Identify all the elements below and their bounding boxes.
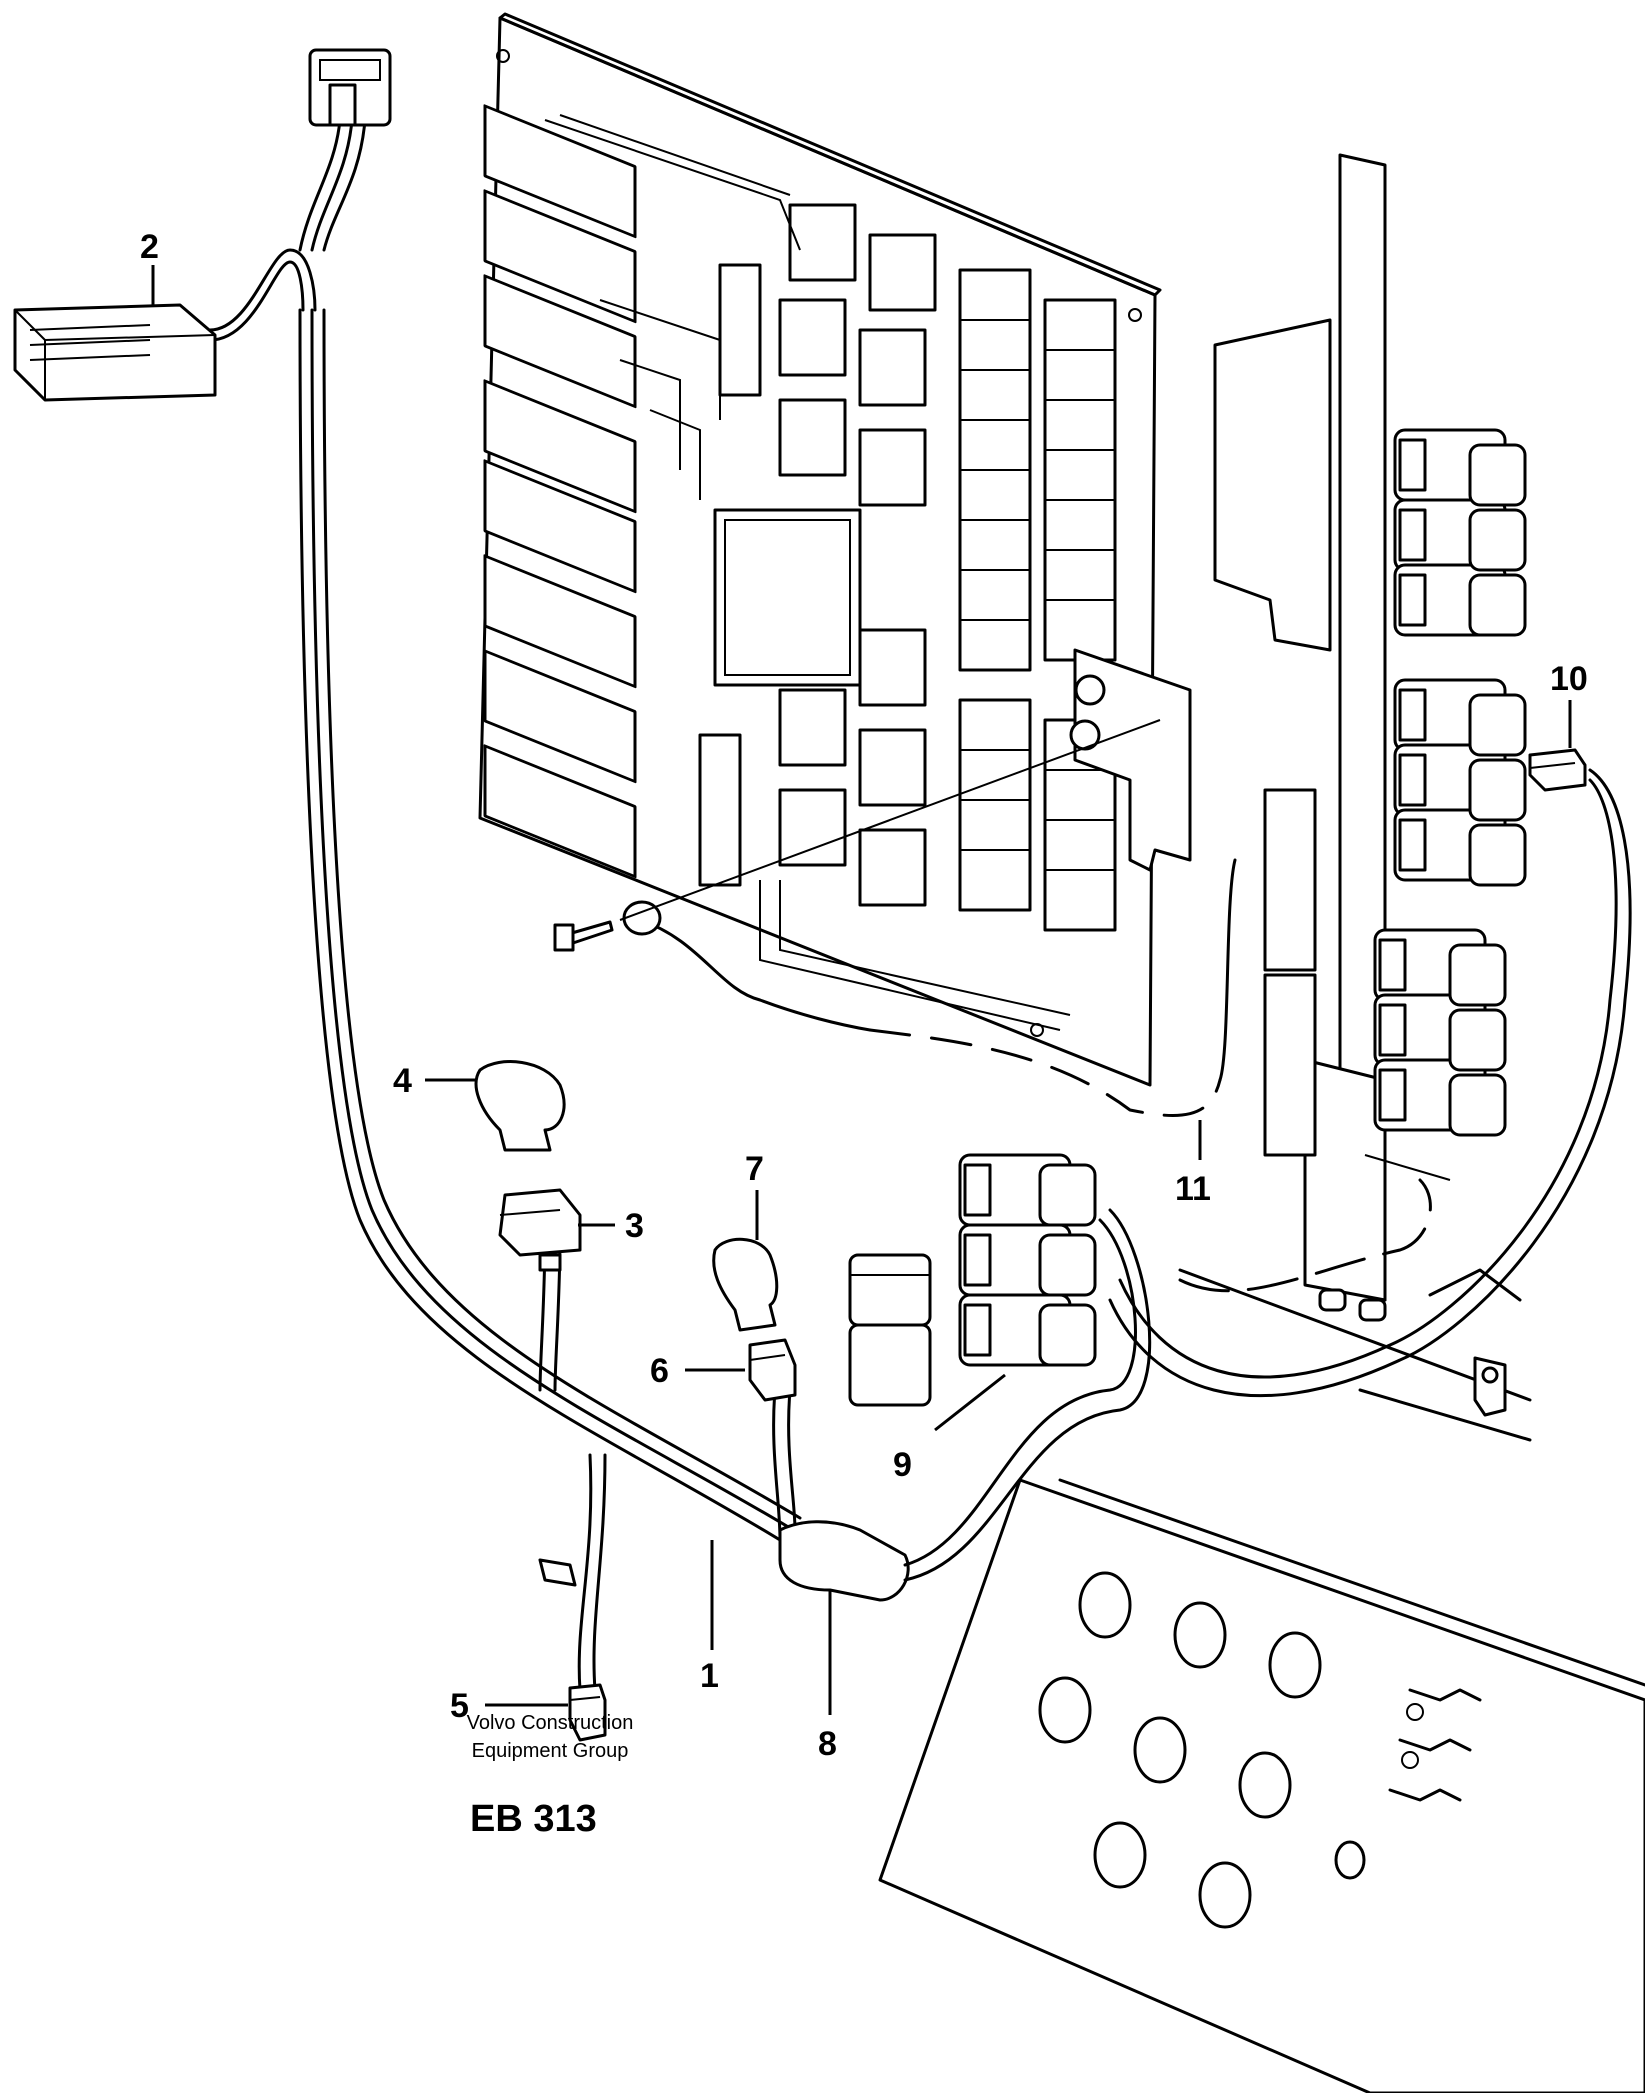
connector-10: [1528, 748, 1587, 792]
ic-chip: [698, 733, 742, 887]
ground-bracket: [1073, 648, 1192, 872]
control-panel: [878, 1268, 1645, 2093]
callout-4: 4: [393, 1062, 412, 1100]
main-relay: [713, 508, 862, 687]
connector-7-cap: [712, 1237, 779, 1332]
board-edge-connectors: [483, 104, 637, 879]
callout-10: 10: [1550, 660, 1588, 698]
board-traces: [544, 114, 1071, 1031]
relay-socket-group-bottom: [1373, 928, 1507, 1137]
callout-11: 11: [1175, 1170, 1211, 1208]
footer-company-line2: Equipment Group: [471, 1740, 629, 1762]
connector-top: [308, 48, 392, 127]
board-relays: [778, 203, 937, 907]
wiring-harness: [208, 118, 1632, 1692]
callout-1: 1: [700, 1657, 719, 1695]
connector-5: [538, 1558, 607, 1742]
relay-pair: [848, 1253, 932, 1407]
callout-9: 9: [893, 1446, 912, 1484]
fuse-strips: [958, 268, 1117, 932]
fuse-rail: [1213, 153, 1527, 1322]
callout-3: 3: [625, 1207, 644, 1245]
panel-holes: [1038, 1571, 1366, 1929]
callout-5: 5: [450, 1687, 469, 1725]
panel-clips: [1388, 1688, 1482, 1802]
connector-2: [13, 303, 217, 402]
circuit-board: [478, 12, 1192, 1087]
relay-socket-group-top: [1393, 428, 1527, 637]
connector-6: [748, 1338, 797, 1402]
footer-diagram-code: EB 313: [470, 1798, 597, 1840]
ic-chip: [718, 263, 762, 397]
relay-socket-9: [958, 1153, 1097, 1367]
connector-3: [498, 1188, 582, 1272]
footer-company-line1: Volvo Construction: [466, 1712, 634, 1734]
ground-bolt: [553, 719, 1161, 952]
terminal-block: [1263, 788, 1317, 972]
callout-7: 7: [745, 1150, 764, 1188]
callout-6: 6: [650, 1352, 669, 1390]
terminal-block: [1263, 973, 1317, 1157]
callout-2: 2: [140, 228, 159, 266]
relay-socket-group-middle: [1393, 678, 1527, 887]
callout-8: 8: [818, 1725, 837, 1763]
connector-4-cap: [474, 1060, 566, 1152]
callouts: 2 4 3 7 6 9 5 1 8 10 11: [140, 228, 1588, 1763]
